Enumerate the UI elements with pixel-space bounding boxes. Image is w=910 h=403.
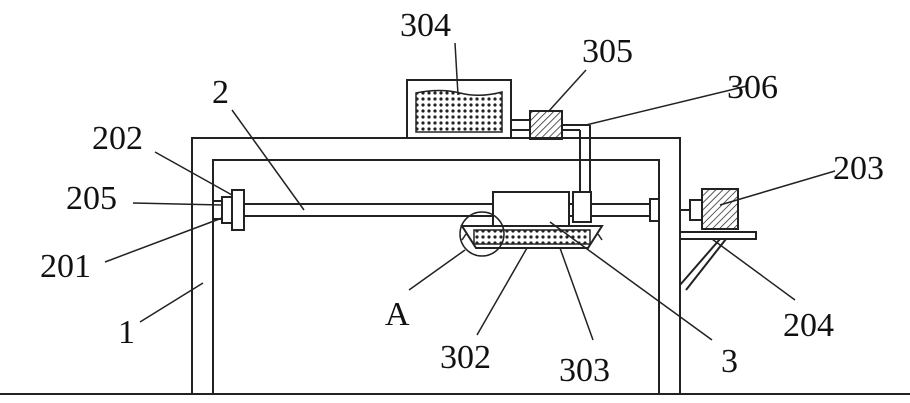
label-201: 201: [40, 248, 91, 285]
left-bearing: [213, 190, 244, 230]
label-2: 2: [212, 74, 229, 111]
label-303: 303: [559, 352, 610, 389]
right-bearing: [650, 199, 659, 221]
support-plate: [680, 232, 756, 239]
label-306: 306: [727, 69, 778, 106]
label-203: 203: [833, 150, 884, 187]
label-302: 302: [440, 339, 491, 376]
label-304: 304: [400, 7, 451, 44]
label-204: 204: [783, 307, 834, 344]
label-1: 1: [118, 314, 135, 351]
label-3: 3: [721, 343, 738, 380]
motor: [702, 189, 738, 229]
label-202: 202: [92, 120, 143, 157]
pump: [530, 111, 562, 139]
tank: [407, 80, 530, 138]
motor-assembly: [680, 189, 756, 290]
label-305: 305: [582, 33, 633, 70]
label-a: A: [385, 296, 410, 333]
label-205: 205: [66, 180, 117, 217]
